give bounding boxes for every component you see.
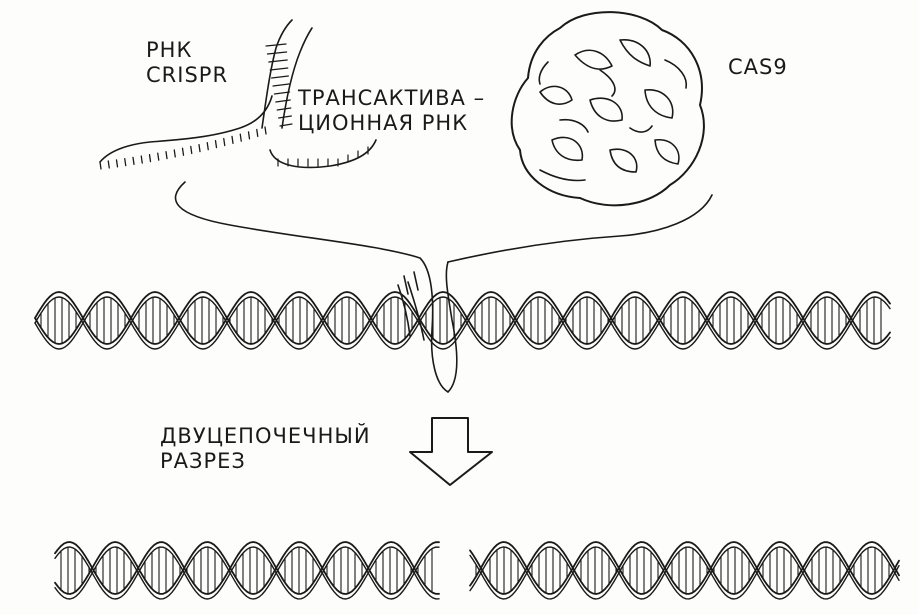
label-tracr-rna: ТРАНСАКТИВА – ЦИОННАЯ РНК xyxy=(298,86,485,136)
dna-double-helix xyxy=(34,291,891,350)
label-crispr-rna-line-2: CRISPR xyxy=(146,63,229,87)
label-tracr-rna-line-1: ТРАНСАКТИВА – xyxy=(298,86,486,110)
label-crispr-rna: РНК CRISPR xyxy=(146,38,228,88)
down-arrow-icon xyxy=(409,417,493,486)
label-cas9: CAS9 xyxy=(728,55,788,79)
label-double-strand-break-line-1: ДВУЦЕПОЧЕЧНЫЙ xyxy=(160,424,371,448)
label-double-strand-break: ДВУЦЕПОЧЕЧНЫЙ РАЗРЕЗ xyxy=(160,424,371,474)
label-crispr-rna-line-1: РНК xyxy=(146,38,193,62)
tracr-rna-base-pairs xyxy=(265,43,293,127)
cas9-protein xyxy=(510,11,705,207)
label-tracr-rna-line-2: ЦИОННАЯ РНК xyxy=(298,111,469,135)
guide-rna-insertion xyxy=(174,181,713,393)
tracr-rna-hairpin xyxy=(261,19,377,169)
dna-fragment-left xyxy=(54,541,440,600)
tracr-rna-bases xyxy=(277,146,369,167)
crispr-rna-strand xyxy=(99,95,273,170)
dna-fragment-right xyxy=(469,541,900,600)
crispr-rna-bases xyxy=(99,126,267,170)
label-double-strand-break-line-2: РАЗРЕЗ xyxy=(160,449,246,473)
